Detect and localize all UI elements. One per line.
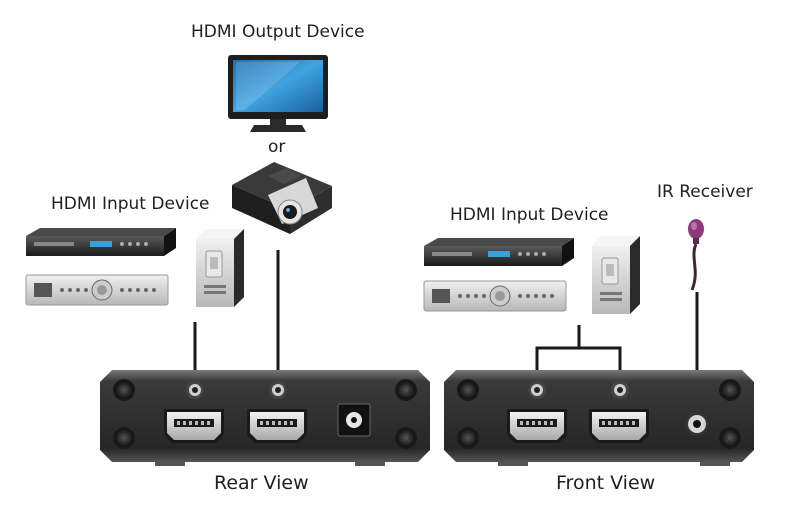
amplifier-icon-rear <box>25 274 169 306</box>
projector-icon <box>232 162 332 234</box>
dvd-player-icon-front <box>424 238 574 266</box>
indicator-led-rear-1 <box>186 381 204 399</box>
indicator-led-front-1 <box>528 381 546 399</box>
ir-receiver-icon <box>688 219 704 291</box>
rear-view-label: Rear View <box>214 472 309 494</box>
hdmi-input-port-rear <box>164 409 224 443</box>
front-panel <box>444 370 754 466</box>
monitor-icon <box>228 55 328 132</box>
power-jack <box>337 403 371 437</box>
or-label: or <box>268 137 286 157</box>
amplifier-icon-front <box>423 280 567 312</box>
hdmi-output-device-label: HDMI Output Device <box>191 22 365 42</box>
hdmi-input-device-label-front: HDMI Input Device <box>450 205 609 225</box>
pc-tower-icon-front <box>591 235 641 315</box>
hdmi-input-port-front-2 <box>589 409 649 443</box>
pc-tower-icon-rear <box>195 228 245 308</box>
indicator-led-front-2 <box>611 381 629 399</box>
indicator-led-rear-2 <box>269 381 287 399</box>
ir-receiver-label: IR Receiver <box>657 182 753 202</box>
dvd-player-icon-rear <box>26 228 176 256</box>
ir-port <box>685 412 709 436</box>
rear-panel <box>100 370 430 466</box>
hdmi-input-device-label-rear: HDMI Input Device <box>51 194 210 214</box>
hdmi-input-port-front-1 <box>507 409 567 443</box>
front-view-label: Front View <box>556 472 656 494</box>
hdmi-output-port-rear <box>247 409 307 443</box>
